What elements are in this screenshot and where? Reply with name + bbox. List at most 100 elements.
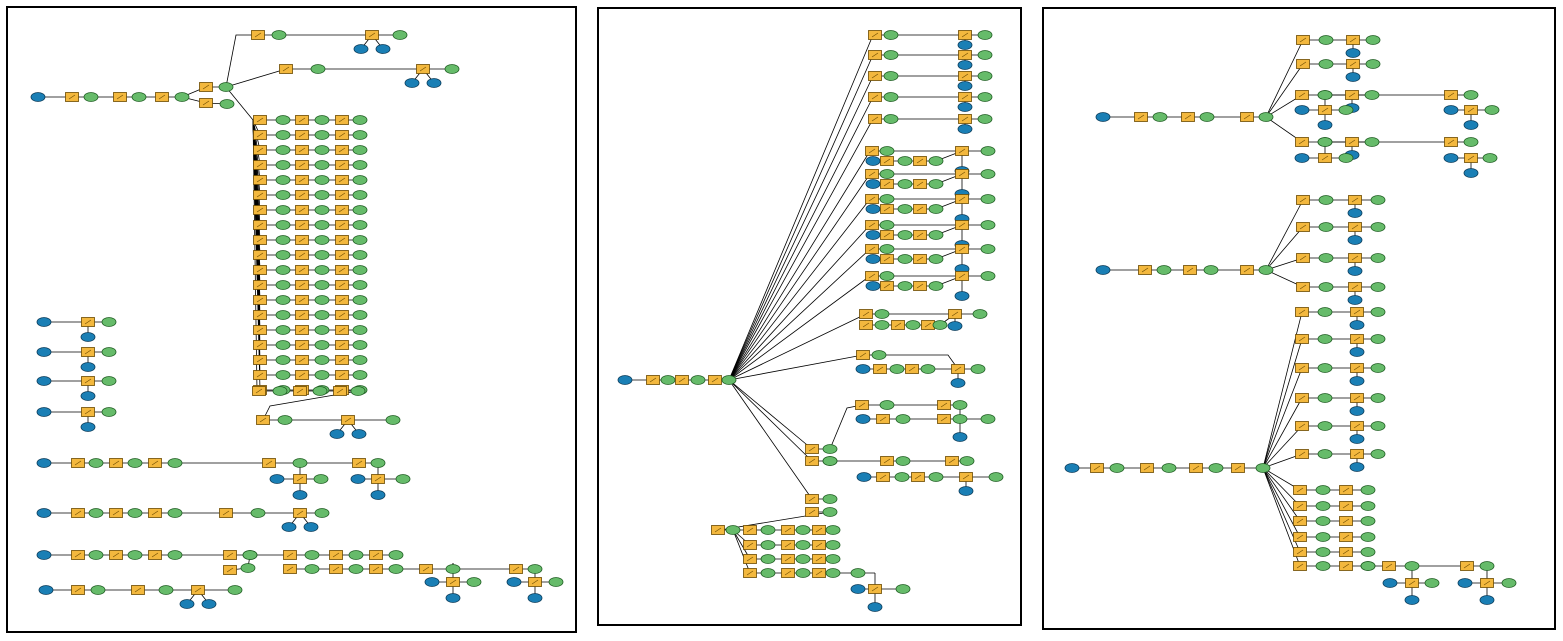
green-data-node[interactable]: [1370, 449, 1386, 459]
green-data-node[interactable]: [131, 92, 147, 102]
process-box[interactable]: [958, 114, 972, 124]
green-data-node[interactable]: [127, 550, 143, 560]
green-data-node[interactable]: [1318, 195, 1334, 205]
process-box[interactable]: [71, 458, 85, 468]
green-data-node[interactable]: [127, 508, 143, 518]
green-data-node[interactable]: [1315, 532, 1331, 542]
process-box[interactable]: [781, 554, 795, 564]
process-box[interactable]: [365, 30, 379, 40]
process-box[interactable]: [1405, 578, 1419, 588]
process-box[interactable]: [252, 386, 266, 396]
green-data-node[interactable]: [825, 568, 841, 578]
process-box[interactable]: [329, 550, 343, 560]
process-box[interactable]: [335, 235, 349, 245]
green-data-node[interactable]: [1315, 547, 1331, 557]
green-data-node[interactable]: [932, 320, 948, 330]
process-box[interactable]: [253, 160, 267, 170]
green-data-node[interactable]: [1370, 222, 1386, 232]
process-box[interactable]: [1444, 137, 1458, 147]
green-data-node[interactable]: [822, 456, 838, 466]
green-data-node[interactable]: [101, 407, 117, 417]
green-data-node[interactable]: [275, 355, 291, 365]
process-box[interactable]: [1348, 282, 1362, 292]
process-box[interactable]: [1339, 516, 1353, 526]
blue-input-node[interactable]: [1404, 595, 1420, 605]
process-box[interactable]: [1090, 463, 1104, 473]
green-data-node[interactable]: [348, 564, 364, 574]
process-box[interactable]: [913, 156, 927, 166]
blue-input-node[interactable]: [865, 156, 881, 166]
process-box[interactable]: [921, 320, 935, 330]
green-data-node[interactable]: [1318, 282, 1334, 292]
process-box[interactable]: [1189, 463, 1203, 473]
blue-input-node[interactable]: [1349, 462, 1365, 472]
green-data-node[interactable]: [275, 220, 291, 230]
process-box[interactable]: [371, 474, 385, 484]
green-data-node[interactable]: [980, 146, 996, 156]
process-box[interactable]: [416, 64, 430, 74]
green-data-node[interactable]: [352, 160, 368, 170]
blue-input-node[interactable]: [1349, 434, 1365, 444]
process-box[interactable]: [295, 280, 309, 290]
blue-input-node[interactable]: [1382, 578, 1398, 588]
process-box[interactable]: [876, 472, 890, 482]
process-box[interactable]: [1183, 265, 1197, 275]
green-data-node[interactable]: [352, 220, 368, 230]
process-box[interactable]: [335, 115, 349, 125]
process-box[interactable]: [856, 350, 870, 360]
process-box[interactable]: [223, 550, 237, 560]
process-box[interactable]: [131, 585, 145, 595]
process-box[interactable]: [1295, 90, 1309, 100]
green-data-node[interactable]: [1315, 485, 1331, 495]
green-data-node[interactable]: [928, 179, 944, 189]
process-box[interactable]: [805, 507, 819, 517]
green-data-node[interactable]: [352, 205, 368, 215]
process-box[interactable]: [335, 190, 349, 200]
green-data-node[interactable]: [1360, 485, 1376, 495]
green-data-node[interactable]: [1318, 59, 1334, 69]
process-box[interactable]: [859, 309, 873, 319]
process-box[interactable]: [262, 458, 276, 468]
blue-input-node[interactable]: [1457, 578, 1473, 588]
blue-input-node[interactable]: [867, 602, 883, 612]
green-data-node[interactable]: [825, 554, 841, 564]
process-box[interactable]: [1348, 195, 1362, 205]
green-data-node[interactable]: [352, 325, 368, 335]
green-data-node[interactable]: [1152, 112, 1168, 122]
process-box[interactable]: [955, 194, 969, 204]
process-box[interactable]: [1240, 112, 1254, 122]
green-data-node[interactable]: [527, 564, 543, 574]
green-data-node[interactable]: [1404, 561, 1420, 571]
blue-input-node[interactable]: [1095, 265, 1111, 275]
process-box[interactable]: [1350, 421, 1364, 431]
green-data-node[interactable]: [352, 250, 368, 260]
green-data-node[interactable]: [352, 190, 368, 200]
process-box[interactable]: [219, 508, 233, 518]
green-data-node[interactable]: [1109, 463, 1125, 473]
green-data-node[interactable]: [879, 169, 895, 179]
process-box[interactable]: [1296, 222, 1310, 232]
green-data-node[interactable]: [1360, 516, 1376, 526]
process-box[interactable]: [253, 265, 267, 275]
green-data-node[interactable]: [822, 507, 838, 517]
process-box[interactable]: [253, 250, 267, 260]
green-data-node[interactable]: [952, 414, 968, 424]
blue-input-node[interactable]: [1349, 320, 1365, 330]
green-data-node[interactable]: [314, 325, 330, 335]
green-data-node[interactable]: [1370, 282, 1386, 292]
green-data-node[interactable]: [905, 320, 921, 330]
process-box[interactable]: [1346, 35, 1360, 45]
process-box[interactable]: [335, 205, 349, 215]
process-box[interactable]: [948, 309, 962, 319]
process-box[interactable]: [1181, 112, 1195, 122]
process-box[interactable]: [859, 320, 873, 330]
blue-input-node[interactable]: [1345, 48, 1361, 58]
process-box[interactable]: [253, 370, 267, 380]
green-data-node[interactable]: [879, 400, 895, 410]
blue-input-node[interactable]: [957, 81, 973, 91]
green-data-node[interactable]: [219, 99, 235, 109]
process-box[interactable]: [293, 386, 307, 396]
green-data-node[interactable]: [795, 525, 811, 535]
process-box[interactable]: [955, 146, 969, 156]
green-data-node[interactable]: [970, 364, 986, 374]
